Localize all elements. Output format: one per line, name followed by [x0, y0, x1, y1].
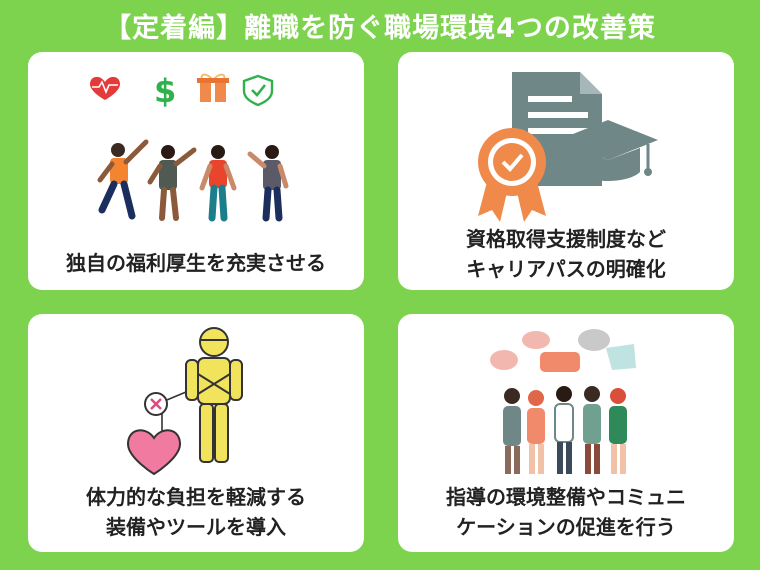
graduation-cap-icon	[558, 120, 658, 181]
caption-line: 装備やツールを導入	[106, 515, 286, 539]
communication-illustration	[490, 329, 636, 474]
caption-line: 資格取得支援制度など	[466, 227, 666, 251]
page-title: 【定着編】離職を防ぐ職場環境4つの改善策	[104, 13, 656, 44]
card-career: 資格取得支援制度など キャリアパスの明確化	[398, 52, 734, 290]
gift-icon	[197, 73, 229, 102]
caption-line: 独自の福利厚生を充実させる	[66, 251, 326, 275]
card-caption: 独自の福利厚生を充実させる	[28, 248, 364, 278]
speech-bubble-icon	[490, 329, 636, 372]
people-icon	[97, 139, 289, 222]
card-welfare: $	[28, 52, 364, 290]
card-communication: 指導の環境整備やコミュニ ケーションの促進を行う	[398, 314, 734, 552]
people-icon	[503, 386, 627, 474]
card-caption: 体力的な負担を軽減する 装備やツールを導入	[28, 482, 364, 542]
award-badge-icon	[478, 128, 546, 222]
card-caption: 指導の環境整備やコミュニ ケーションの促進を行う	[398, 482, 734, 542]
caption-line: 体力的な負担を軽減する	[86, 485, 306, 509]
equipment-illustration	[126, 327, 243, 476]
figure-icon	[161, 327, 243, 463]
card-equipment: 体力的な負担を軽減する 装備やツールを導入	[28, 314, 364, 552]
career-illustration	[478, 72, 658, 222]
dollar-icon: $	[154, 72, 176, 110]
caption-line: キャリアパスの明確化	[466, 257, 666, 281]
close-icon	[144, 392, 168, 416]
welfare-illustration: $	[90, 72, 289, 222]
shield-check-icon	[242, 74, 274, 107]
heart-pulse-icon	[90, 76, 120, 100]
caption-line: 指導の環境整備やコミュニ	[446, 485, 686, 509]
caption-line: ケーションの促進を行う	[456, 515, 676, 539]
heart-icon	[126, 429, 182, 476]
card-caption: 資格取得支援制度など キャリアパスの明確化	[398, 224, 734, 284]
